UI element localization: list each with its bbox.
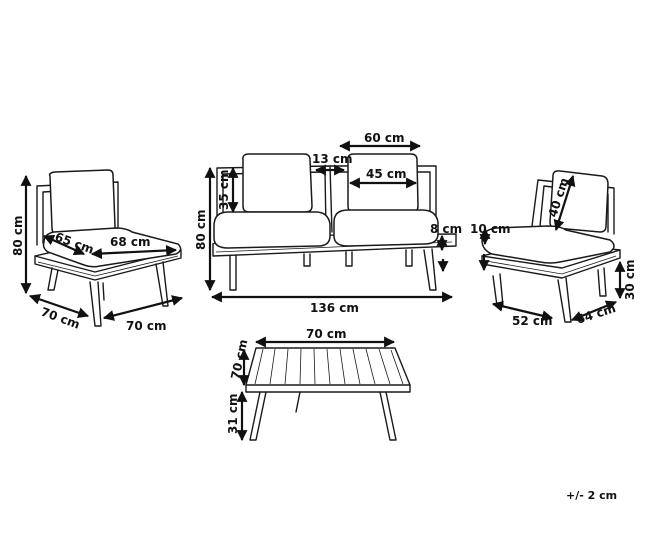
armchair-left-drawing [34,169,182,327]
armchair-left-seat-width-label: 68 cm [110,235,151,249]
coffee-table-drawing [245,347,411,441]
sofa-height-label: 80 cm [194,210,208,251]
armchair-left-depth-label: 70 cm [39,305,82,332]
sofa-width-label: 136 cm [310,301,359,315]
armchair-right-cushion-thickness-label: 10 cm [470,222,511,236]
sofa-cushion-width-label: 45 cm [366,167,407,181]
dimension-lines [20,140,626,442]
sofa-backrest-width-label: 60 cm [364,131,405,145]
armchair-right-seat-height-label: 30 cm [623,260,637,301]
armchair-left-height-label: 80 cm [11,216,25,257]
sofa-gap-label: 13 cm [312,152,353,166]
armchair-right-depth-label: 52 cm [512,314,553,328]
table-height-label: 31 cm [226,394,240,435]
sofa-seat-thickness-label: 8 cm [430,222,462,236]
sofa-drawing [212,153,457,291]
table-width-label: 70 cm [228,338,250,381]
armchair-right-width-label: 64 cm [575,301,618,327]
armchair-right-drawing [481,170,621,323]
tolerance-note: +/- 2 cm [566,489,617,502]
sofa-back-height-label: 35 cm [217,170,231,211]
table-length-label: 70 cm [306,327,347,341]
armchair-left-width-label: 70 cm [126,319,167,333]
